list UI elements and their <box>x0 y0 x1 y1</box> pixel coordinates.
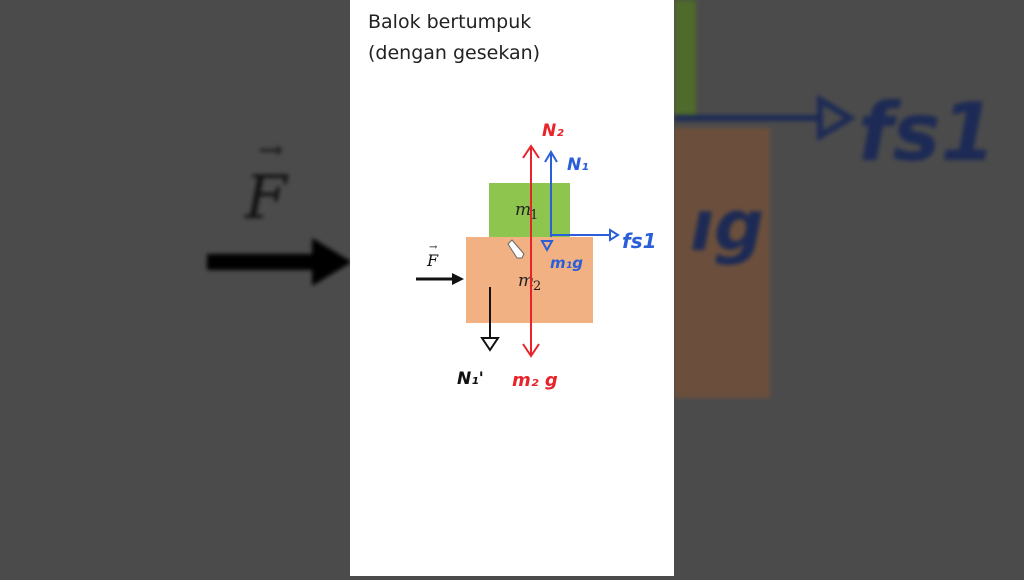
black-reaction-arrow: N₁' <box>457 287 500 389</box>
bg-force-label: F <box>244 163 289 233</box>
weight1-label: m₁g <box>550 254 583 272</box>
blue-arrows: N₁ fs1 m₁g <box>540 150 657 272</box>
pencil-cursor-icon <box>507 239 525 259</box>
mass1-label: m <box>515 200 531 220</box>
weight2-label: m₂ g <box>512 370 558 391</box>
title-line-2: (dengan gesekan) <box>368 42 541 64</box>
video-panel: Balok bertumpuk (dengan gesekan) <box>350 0 674 576</box>
normal2-label: N₂ <box>542 121 564 141</box>
svg-text:ıg: ıg <box>690 185 764 267</box>
block-m2 <box>466 237 593 323</box>
normal1-label: N₁ <box>567 155 589 175</box>
friction-label: fs1 <box>622 229 657 253</box>
red-vertical-arrows: N₂ m₂ g <box>512 121 564 391</box>
force-f-arrow: F → <box>416 242 464 285</box>
normal1-reaction-label: N₁' <box>457 369 484 389</box>
title-line-1: Balok bertumpuk <box>368 11 532 33</box>
mass1-subscript: 1 <box>530 208 538 223</box>
force-label: F <box>426 251 439 270</box>
svg-text:→: → <box>429 242 438 253</box>
mass2-subscript: 2 <box>533 279 541 294</box>
block-m1 <box>489 183 570 237</box>
bg-friction-label: fs1 <box>858 86 996 179</box>
svg-text:→: → <box>258 133 283 168</box>
